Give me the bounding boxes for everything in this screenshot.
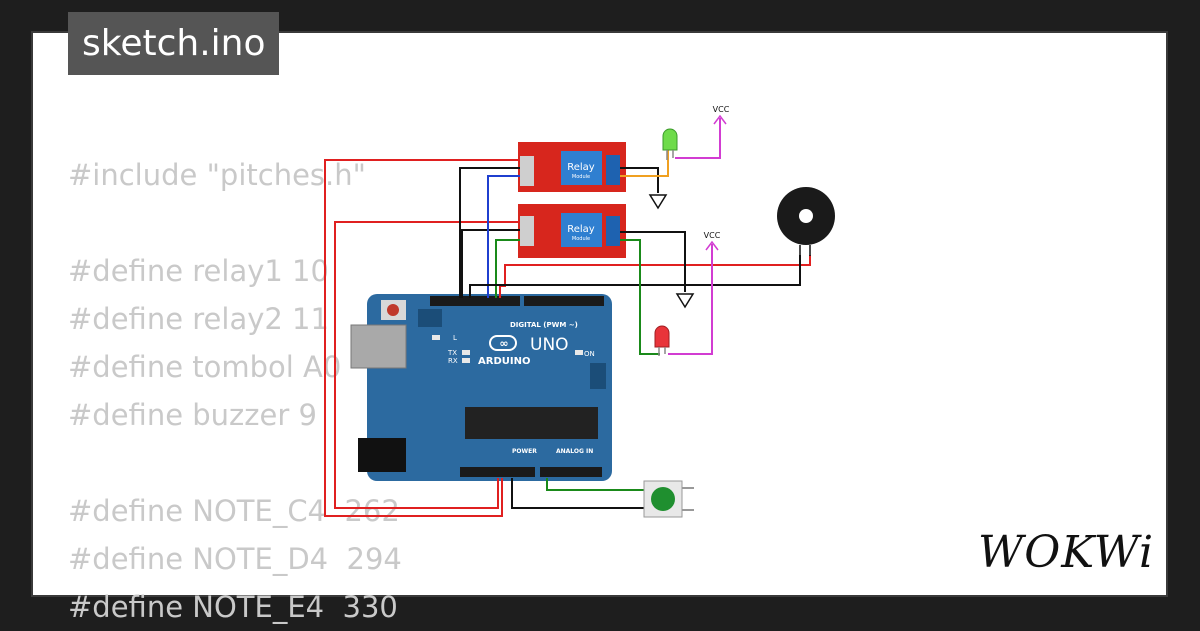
svg-text:∞: ∞ (499, 337, 508, 350)
circuit-wires (324, 118, 811, 517)
digital-header-label: DIGITAL (PWM ~) (510, 321, 578, 329)
ground-symbol-1 (648, 194, 668, 210)
red-led[interactable] (654, 325, 670, 356)
vcc-label-2: VCC (704, 231, 721, 240)
led-rx-label: RX (448, 357, 458, 365)
code-line: #include "pitches.h" (68, 158, 366, 192)
arduino-model-label: UNO (530, 335, 569, 355)
arduino-brand-label: ARDUINO (478, 356, 530, 367)
ground-symbol-2 (675, 293, 695, 309)
diagram-preview-card: #include "pitches.h" #define relay1 10 #de… (33, 33, 1166, 624)
code-line: #define NOTE_D4 294 (68, 542, 402, 576)
green-led[interactable] (662, 128, 678, 160)
vcc-label-1: VCC (713, 105, 730, 114)
power-header-label: POWER (512, 448, 537, 455)
led-tx-label: TX (447, 349, 457, 357)
relay-2-sublabel: Module (572, 236, 590, 242)
arduino-uno-board[interactable]: ∞ (350, 294, 612, 481)
analog-header-label: ANALOG IN (556, 448, 593, 455)
code-line: #define buzzer 9 (68, 398, 317, 432)
code-editor-background: #include "pitches.h" #define relay1 10 #de… (68, 151, 402, 631)
on-led-label: ON (584, 350, 595, 358)
code-line: #define tombol A0 (68, 350, 342, 384)
led-l-label: L (453, 334, 457, 342)
relay-2-label: Relay (567, 224, 595, 235)
relay-module-2[interactable] (518, 204, 626, 258)
vcc-symbol-1 (713, 114, 727, 125)
relay-module-1[interactable] (518, 142, 626, 192)
code-line: #define relay2 11 (68, 302, 329, 336)
relay-1-sublabel: Module (572, 174, 590, 180)
vcc-symbol-2 (705, 240, 719, 251)
relay-1-label: Relay (567, 162, 595, 173)
wokwi-logo[interactable]: WOKWi (978, 527, 1155, 578)
code-line: #define NOTE_E4 330 (68, 590, 398, 624)
code-line: #define relay1 10 (68, 254, 329, 288)
sketch-filename-tab[interactable]: sketch.ino (68, 12, 280, 75)
buzzer[interactable] (777, 187, 835, 256)
code-line: #define NOTE_C4 262 (68, 494, 400, 528)
push-button[interactable] (643, 480, 694, 518)
